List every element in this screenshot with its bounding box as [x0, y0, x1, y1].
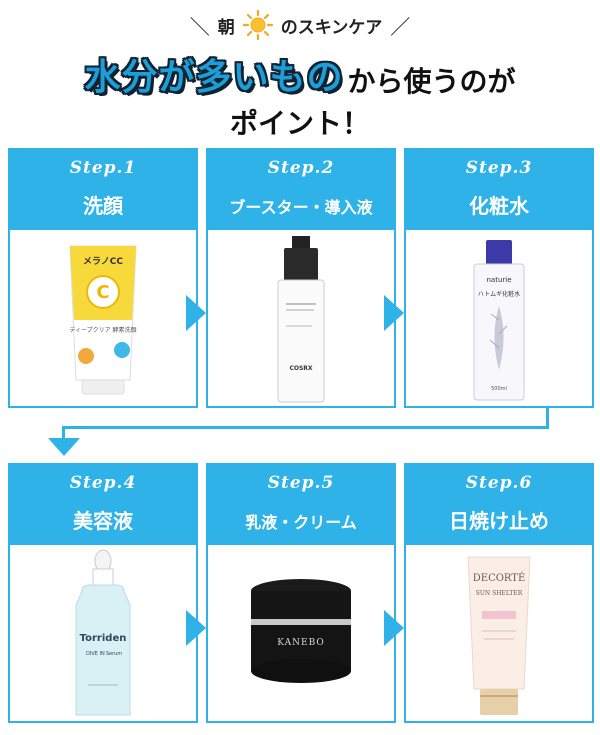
step-card-3: Step.3 化粧水 naturie ハトムギ化粧水 500ml	[404, 148, 594, 408]
booster-bottle-icon: COSRX	[277, 236, 325, 403]
header: ＼ 朝 のスキンケア ／ 水分が多いもの から使うのが ポイント！	[0, 0, 600, 145]
svg-text:C: C	[96, 282, 109, 303]
step-label: Step.6	[465, 473, 533, 493]
step-card-1: Step.1 洗顔 メラノCC C ディープクリア 酵素洗顔	[8, 148, 198, 408]
product-brand: Torriden	[80, 633, 127, 644]
step-header: Step.2 ブースター・導入液	[208, 150, 394, 230]
subheading: ＼ 朝 のスキンケア ／	[0, 8, 600, 42]
sun-icon	[242, 10, 273, 40]
step-label: Step.5	[267, 473, 335, 493]
product-sub: ディープクリア 酵素洗顔	[69, 326, 136, 334]
arrow-right-icon	[384, 610, 404, 646]
connector-down-line	[62, 427, 65, 439]
product-brand: DECORTÉ	[473, 572, 526, 584]
arrow-right-icon	[186, 610, 206, 646]
product-volume: 500ml	[491, 386, 507, 392]
headline-emphasis: 水分が多いもの	[84, 57, 344, 98]
step-label: Step.4	[69, 473, 137, 493]
arrow-right-icon	[186, 295, 206, 331]
product-sub: ハトムギ化粧水	[478, 290, 520, 298]
step-header: Step.5 乳液・クリーム	[208, 465, 394, 545]
product-brand: KANEBO	[277, 638, 324, 648]
step-card-5: Step.5 乳液・クリーム KANEBO	[206, 463, 396, 723]
step-name: 化粧水	[469, 194, 529, 218]
headline-line2: ポイント！	[229, 107, 370, 140]
step-header: Step.3 化粧水	[406, 150, 592, 230]
sunscreen-tube-icon: DECORTÉ SUN SHELTER	[467, 556, 531, 715]
headline: 水分が多いもの から使うのが	[0, 52, 600, 100]
product-sub: DIVE IN	[86, 651, 105, 657]
connector-line	[62, 407, 549, 429]
step-card-2: Step.2 ブースター・導入液 COSRX	[206, 148, 396, 408]
headline-rest: から使うのが	[347, 65, 516, 98]
product-brand: メラノCC	[83, 256, 123, 267]
step-name: 洗顔	[83, 194, 123, 218]
product-brand: naturie	[486, 276, 511, 284]
subheading-prefix: 朝	[217, 17, 235, 38]
arrow-down-icon	[48, 438, 80, 456]
serum-dropper-icon: Torriden DIVE IN Serum	[75, 549, 131, 716]
step-label: Step.3	[465, 158, 533, 178]
step-name: 日焼け止め	[449, 509, 549, 533]
product-sub: SUN SHELTER	[476, 590, 523, 597]
step-header: Step.6 日焼け止め	[406, 465, 592, 545]
face-wash-tube-icon: メラノCC C ディープクリア 酵素洗顔	[69, 245, 137, 395]
product-brand: COSRX	[289, 365, 312, 372]
step-header: Step.1 洗顔	[10, 150, 196, 230]
step-label: Step.1	[69, 158, 137, 178]
step-name: ブースター・導入液	[229, 198, 373, 217]
product-sub2: Serum	[106, 651, 122, 657]
step-label: Step.2	[267, 158, 335, 178]
step-name: 乳液・クリーム	[245, 513, 357, 532]
step-name: 美容液	[73, 509, 133, 533]
subheading-suffix: のスキンケア	[280, 17, 383, 38]
slash-right: ／	[390, 14, 411, 39]
toner-bottle-icon: naturie ハトムギ化粧水 500ml	[473, 240, 525, 401]
step-card-4: Step.4 美容液 Torriden DIVE IN Serum	[8, 463, 198, 723]
slash-left: ＼	[189, 14, 210, 39]
step-card-6: Step.6 日焼け止め DECORTÉ SUN SHELTER	[404, 463, 594, 723]
cream-jar-icon: KANEBO	[251, 579, 351, 683]
step-header: Step.4 美容液	[10, 465, 196, 545]
arrow-right-icon	[384, 295, 404, 331]
